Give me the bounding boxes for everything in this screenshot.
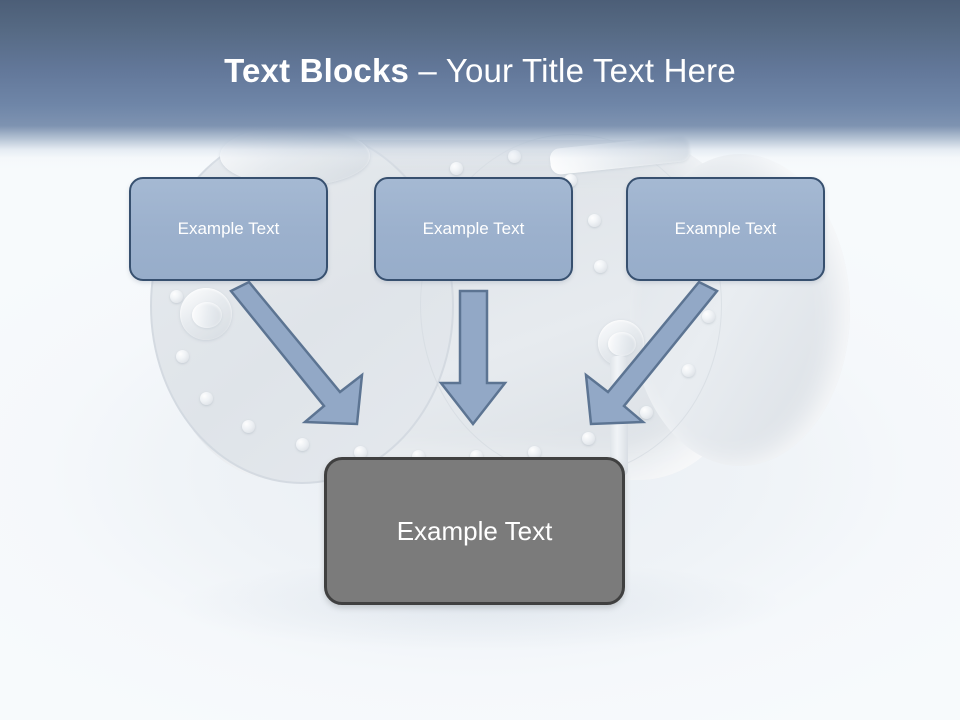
title-band [0,0,960,170]
result-text-block[interactable]: Example Text [324,457,625,605]
rivet [594,260,607,273]
rivet [640,406,653,419]
page-title-light: Your Title Text Here [445,52,736,89]
text-block-1-label: Example Text [177,219,280,238]
page-title-separator: – [409,52,446,89]
rivet [242,420,255,433]
text-block-1[interactable]: Example Text [129,177,328,281]
rivet [682,364,695,377]
text-block-2[interactable]: Example Text [374,177,573,281]
rivet [528,446,541,459]
rivet [588,214,601,227]
tank-nozzle-right [608,332,636,356]
background-machinery-illustration [120,120,850,484]
text-block-3[interactable]: Example Text [626,177,825,281]
rivet [582,432,595,445]
rivet [296,438,309,451]
text-block-2-label: Example Text [422,219,525,238]
result-text-block-label: Example Text [396,515,553,546]
page-title-bold: Text Blocks [224,52,410,89]
rivet [170,290,183,303]
text-block-3-label: Example Text [674,219,777,238]
tank-nozzle-left [192,302,222,328]
rivet [200,392,213,405]
rivet [176,350,189,363]
rivet [702,310,715,323]
page-title: Text Blocks – Your Title Text Here [0,52,960,90]
rivet [354,446,367,459]
